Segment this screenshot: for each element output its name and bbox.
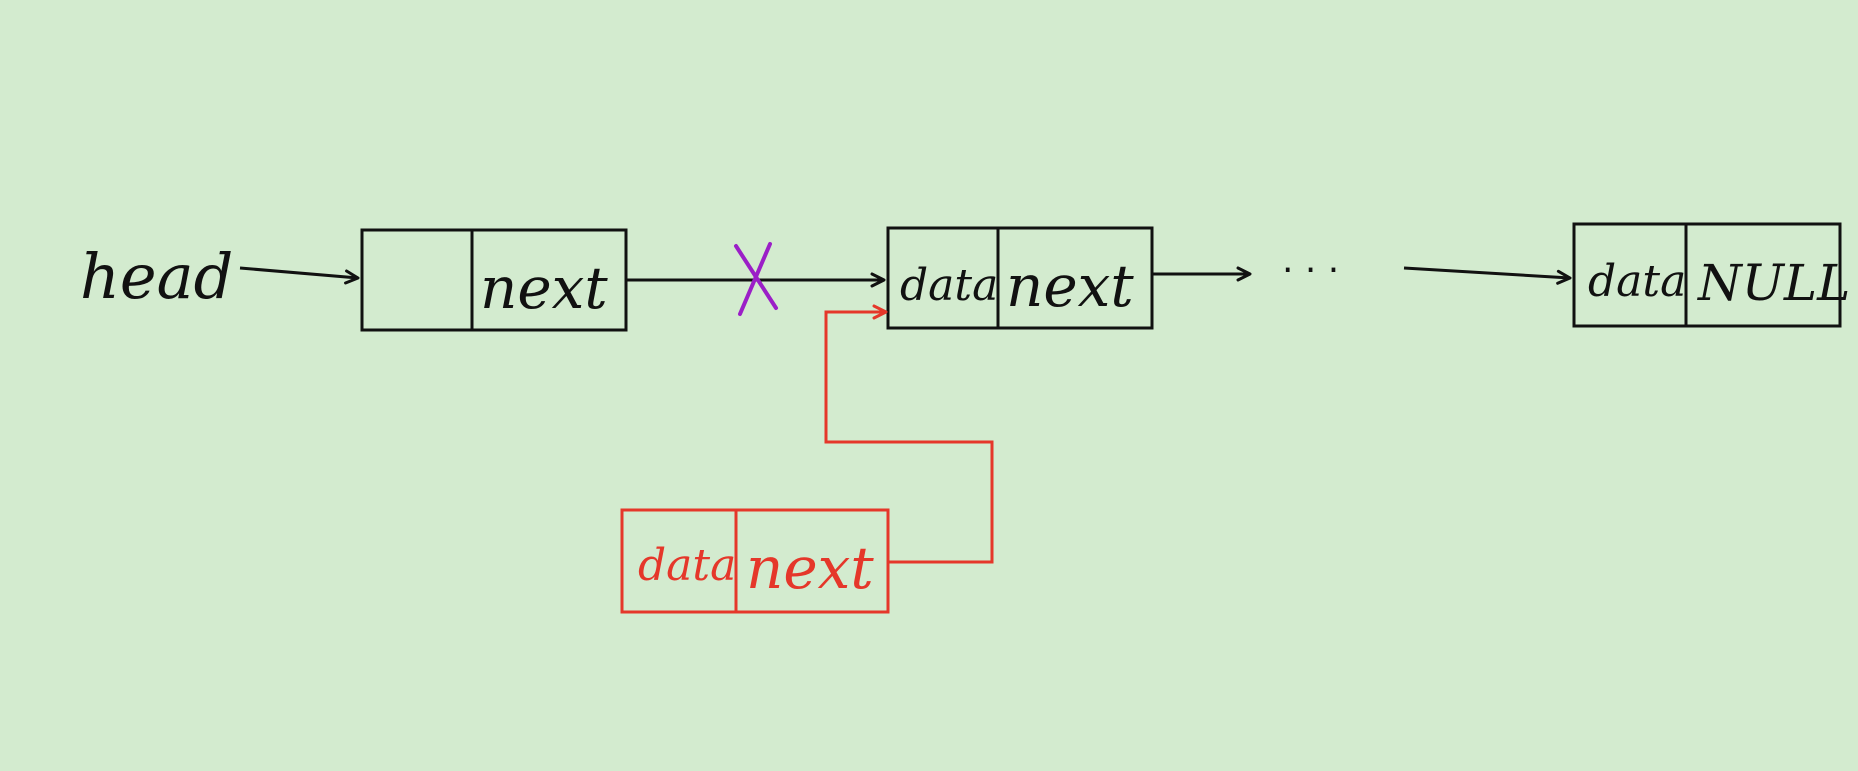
head-label: head — [80, 240, 233, 313]
new-node: data next — [620, 508, 890, 614]
node-1: data next — [886, 226, 1154, 330]
last-node: data NULL — [1572, 222, 1850, 328]
last-node-null-label: NULL — [1697, 254, 1850, 312]
last-node-box — [1572, 222, 1842, 328]
node-1-data-label: data — [900, 260, 998, 311]
last-node-data-label: data — [1588, 256, 1686, 307]
head-node-next-label: next — [480, 254, 608, 322]
head-node: next — [360, 228, 628, 332]
new-node-next-pointer — [824, 304, 994, 564]
head-pointer-arrow — [239, 266, 360, 285]
removed-link-x-mark — [734, 242, 778, 316]
node-1-box — [886, 226, 1154, 330]
ellipsis-to-last-arrow — [1403, 266, 1572, 285]
new-node-data-label: data — [638, 540, 736, 591]
new-node-next-label: next — [746, 534, 874, 602]
node-1-next-label: next — [1006, 252, 1134, 320]
ellipsis: · · · — [1282, 250, 1339, 291]
